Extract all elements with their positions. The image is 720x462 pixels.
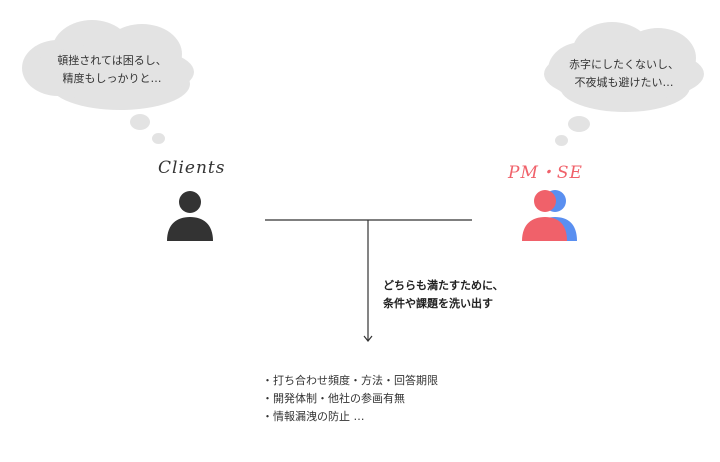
client-thought-line-2: 精度もしっかりと… xyxy=(62,72,162,85)
pm-se-label: PM・SE xyxy=(508,163,583,183)
list-item: ・打ち合わせ頻度・方法・回答期限 xyxy=(262,374,438,387)
pm-se-users-icon xyxy=(522,190,577,241)
client-thought-line-1: 頓挫されては困るし、 xyxy=(57,54,167,67)
conditions-list: ・打ち合わせ頻度・方法・回答期限 ・開発体制・他社の参画有無 ・情報漏洩の防止 … xyxy=(262,372,438,426)
arrow-note-line-1: どちらも満たすために、 xyxy=(383,279,504,292)
list-item: ・情報漏洩の防止 … xyxy=(262,410,365,423)
arrow-note: どちらも満たすために、 条件や課題を洗い出す xyxy=(383,277,504,313)
pm-se-thought-line-2: 不夜城も避けたい… xyxy=(574,76,674,89)
list-item: ・開発体制・他社の参画有無 xyxy=(262,392,405,405)
pm-se-thought-line-1: 赤字にしたくないし、 xyxy=(569,58,679,71)
thought-dot xyxy=(555,135,568,146)
thought-dot xyxy=(152,133,165,144)
thought-dot xyxy=(130,114,150,130)
clients-label: Clients xyxy=(158,158,226,178)
thought-dot xyxy=(568,116,590,132)
arrow-note-line-2: 条件や課題を洗い出す xyxy=(383,297,493,310)
client-user-icon xyxy=(167,191,213,241)
